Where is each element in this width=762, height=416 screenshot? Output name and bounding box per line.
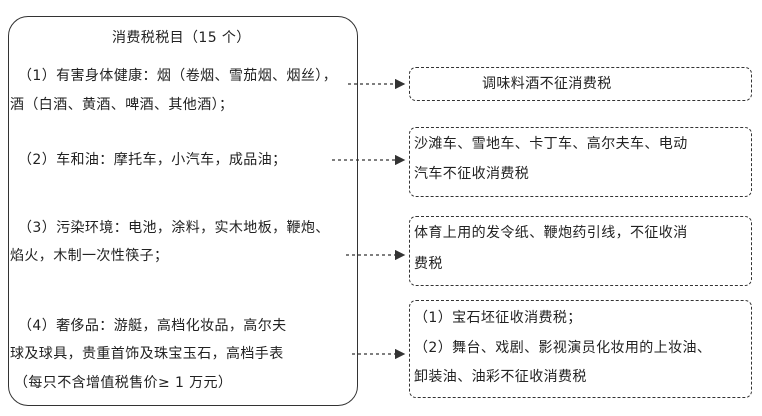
note3-line1: 体育上用的发令纸、鞭炮药引线，不征收消 bbox=[414, 225, 688, 241]
tax-items-box bbox=[8, 16, 358, 406]
note2-box bbox=[409, 127, 752, 197]
item1-line2: 酒（白酒、黄酒、啤酒、其他酒）； bbox=[10, 97, 234, 113]
note2-line2: 汽车不征收消费税 bbox=[414, 166, 530, 182]
note3-line2: 费税 bbox=[414, 256, 443, 272]
note1-line1: 调味料酒不征消费税 bbox=[482, 76, 612, 92]
tax-items-title: 消费税税目（15 个） bbox=[112, 30, 251, 46]
note4-line3: 卸装油、油彩不征收消费税 bbox=[414, 369, 587, 385]
item1-line1: （1）有害身体健康：烟（卷烟、雪茄烟、烟丝）， bbox=[18, 68, 338, 84]
note3-box bbox=[409, 216, 752, 286]
item4-line3: （每只不含增值税售价≥ 1 万元） bbox=[14, 375, 233, 391]
note4-box bbox=[409, 300, 752, 398]
note1-box bbox=[409, 67, 752, 101]
item4-line1: （4）奢侈品：游艇，高档化妆品，高尔夫 bbox=[18, 318, 287, 334]
note4-line2: （2）舞台、戏剧、影视演员化妆用的上妆油、 bbox=[414, 340, 712, 356]
note2-line1: 沙滩车、雪地车、卡丁车、高尔夫车、电动 bbox=[414, 136, 688, 152]
item4-line2: 球及球具，贵重首饰及珠宝玉石，高档手表 bbox=[10, 346, 284, 362]
item3-line2: 焰火，木制一次性筷子； bbox=[10, 248, 169, 264]
item2-line1: （2）车和油：摩托车，小汽车，成品油； bbox=[18, 152, 287, 168]
item3-line1: （3）污染环境：电池，涂料，实木地板，鞭炮、 bbox=[18, 220, 330, 236]
note4-line1: （1）宝石坯征收消费税； bbox=[414, 310, 582, 326]
